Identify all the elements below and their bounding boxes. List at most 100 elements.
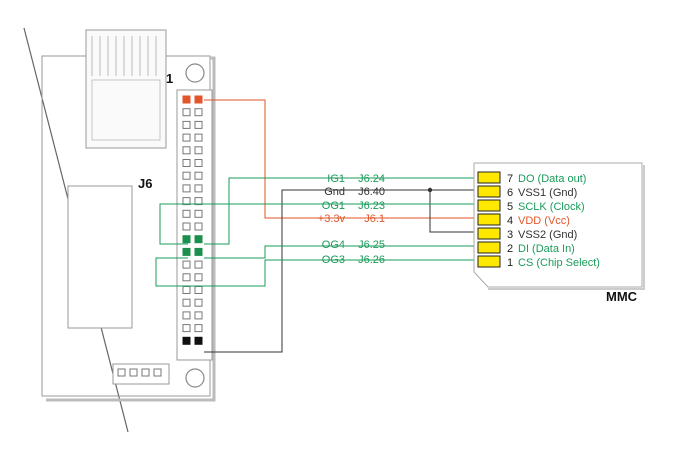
signal-name: OG1 bbox=[322, 200, 345, 212]
j6-pin bbox=[194, 159, 203, 167]
mounting-hole-bottom bbox=[185, 368, 205, 388]
mmc-pin-label: 4 VDD (Vcc) bbox=[507, 215, 570, 227]
mmc-pin-name: VSS1 (Gnd) bbox=[518, 187, 577, 199]
j6-pin bbox=[182, 247, 191, 256]
mmc-pin-label: 2 DI (Data In) bbox=[507, 243, 575, 255]
junction-dot bbox=[427, 187, 433, 193]
j6-pin bbox=[194, 311, 203, 320]
signal-name: OG4 bbox=[322, 239, 345, 251]
j6-pin bbox=[182, 235, 191, 244]
mmc-pin-number: 5 bbox=[507, 201, 513, 213]
j6-pin bbox=[194, 336, 203, 345]
connection-label: OG3 J6.26 bbox=[322, 254, 385, 266]
mmc-pin-name: DO (Data out) bbox=[518, 173, 586, 185]
j6-pin bbox=[182, 171, 191, 180]
mmc-pin-name: VDD (Vcc) bbox=[518, 215, 570, 227]
j6-pin bbox=[182, 95, 191, 104]
small-pin-header bbox=[112, 363, 170, 385]
j6-pin bbox=[194, 260, 203, 269]
j6-pin bbox=[194, 197, 203, 206]
j6-pin bbox=[194, 184, 203, 193]
j6-pin bbox=[182, 324, 191, 333]
mmc-pin-label: 5 SCLK (Clock) bbox=[507, 201, 585, 213]
j6-pin bbox=[194, 324, 203, 333]
j6-pin bbox=[194, 273, 203, 282]
j6-pin bbox=[194, 247, 203, 256]
pin-ref: J6.24 bbox=[358, 173, 385, 185]
mmc-shadow bbox=[488, 165, 645, 290]
small-header-pin bbox=[117, 368, 126, 377]
j6-pin bbox=[182, 209, 191, 218]
j6-pin bbox=[182, 184, 191, 193]
j6-label: J6 bbox=[138, 176, 152, 191]
mmc-pin-name: DI (Data In) bbox=[518, 243, 575, 255]
pin-ref: J6.1 bbox=[364, 213, 385, 225]
circuit-board: 1 J6 bbox=[23, 27, 216, 433]
mmc-pad bbox=[477, 255, 501, 268]
mmc-pad bbox=[477, 199, 501, 212]
small-header-pin bbox=[153, 368, 162, 377]
signal-name: +3.3v bbox=[318, 213, 346, 225]
wire bbox=[204, 99, 477, 219]
mounting-hole-top bbox=[185, 63, 205, 83]
connector-body bbox=[91, 79, 161, 141]
j6-pin bbox=[182, 222, 191, 231]
j6-pin bbox=[194, 108, 203, 117]
pin-ref: J6.25 bbox=[358, 239, 385, 251]
j6-pin bbox=[182, 120, 191, 129]
mmc-pin-label: 1 CS (Chip Select) bbox=[507, 257, 600, 269]
j6-pin bbox=[182, 133, 191, 142]
j6-pin bbox=[182, 286, 191, 294]
j6-pin bbox=[194, 171, 203, 180]
j6-pin bbox=[182, 260, 191, 269]
wire bbox=[159, 203, 477, 245]
signal-name: OG3 bbox=[322, 254, 345, 266]
mmc-pad bbox=[477, 241, 501, 254]
j6-pin bbox=[182, 273, 191, 282]
mmc-pin-name: VSS2 (Gnd) bbox=[518, 229, 577, 241]
pin-ref: J6.23 bbox=[358, 200, 385, 212]
mmc-pin-number: 4 bbox=[507, 215, 513, 227]
signal-name: IG1 bbox=[327, 173, 345, 185]
mmc-outline bbox=[473, 162, 643, 288]
j6-pin bbox=[182, 197, 191, 206]
mmc-title: MMC bbox=[606, 289, 638, 304]
mmc-pin-number: 1 bbox=[507, 257, 513, 269]
mmc-pad bbox=[477, 213, 501, 226]
mmc-pad bbox=[477, 227, 501, 240]
wire bbox=[155, 257, 477, 287]
mmc-pin-number: 2 bbox=[507, 243, 513, 255]
pin-ref: J6.26 bbox=[358, 254, 385, 266]
j6-pin bbox=[194, 120, 203, 129]
wire bbox=[429, 190, 477, 233]
j6-pin bbox=[194, 133, 203, 142]
mmc-pad bbox=[477, 171, 501, 184]
mmc-pin-number: 6 bbox=[507, 187, 513, 199]
connection-label: OG1 J6.23 bbox=[322, 200, 385, 212]
j6-pin bbox=[194, 298, 203, 307]
j6-pin bbox=[182, 336, 191, 345]
mmc-pads bbox=[477, 171, 501, 268]
j6-pin bbox=[182, 298, 191, 307]
top-connector bbox=[85, 29, 167, 149]
j6-pin bbox=[182, 159, 191, 167]
connection-label: +3.3v J6.1 bbox=[318, 213, 385, 225]
signal-name: Gnd bbox=[324, 186, 345, 198]
j6-pin bbox=[194, 235, 203, 244]
connection-label: IG1 J6.24 bbox=[327, 173, 385, 185]
mmc-pad bbox=[477, 185, 501, 198]
j6-pin bbox=[194, 146, 203, 155]
mmc-pin-name: SCLK (Clock) bbox=[518, 201, 585, 213]
j6-pin bbox=[194, 286, 203, 294]
pin1-label: 1 bbox=[166, 71, 173, 86]
mmc-pin-name: CS (Chip Select) bbox=[518, 257, 600, 269]
mmc-pin-label: 6 VSS1 (Gnd) bbox=[507, 187, 577, 199]
wire bbox=[204, 189, 477, 353]
j6-pin bbox=[182, 146, 191, 155]
small-header-pin bbox=[129, 368, 138, 377]
connection-label: OG4 J6.25 bbox=[322, 239, 385, 251]
